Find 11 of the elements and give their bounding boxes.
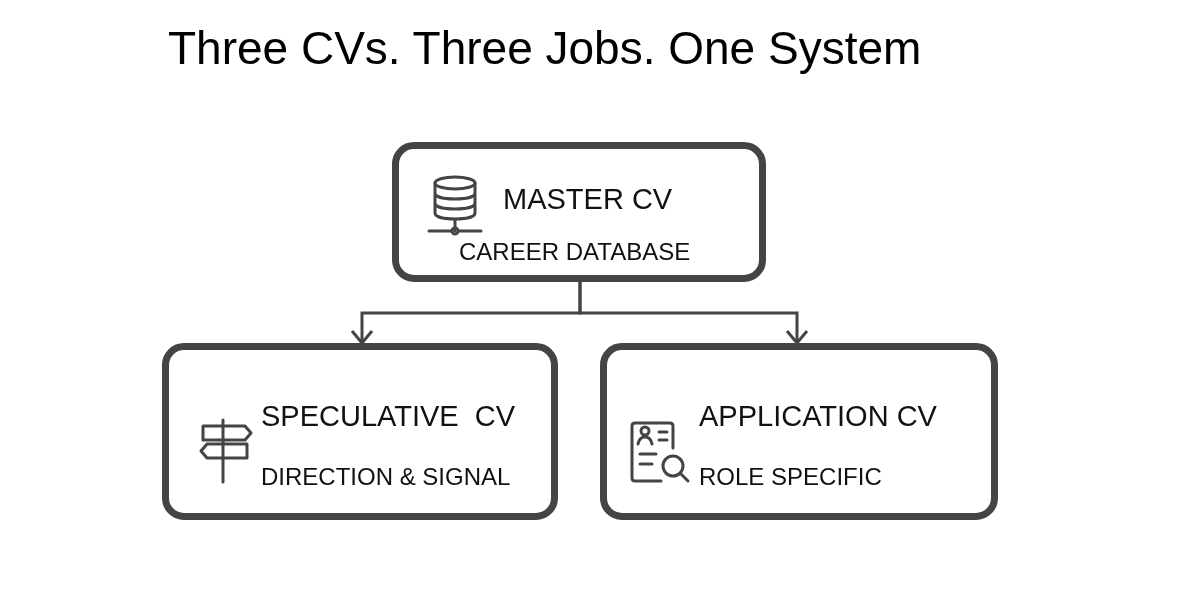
box-heading: APPLICATION CV	[699, 399, 937, 434]
box-subtitle: DIRECTION & SIGNAL	[261, 462, 511, 492]
cv-box	[392, 142, 766, 282]
title: Three CVs. Three Jobs. One System	[168, 21, 922, 76]
connector-arrow	[578, 282, 809, 345]
box-heading: SPECULATIVE CV	[261, 399, 516, 434]
box-heading: MASTER CV	[503, 182, 673, 217]
cv-box	[600, 343, 998, 520]
box-subtitle: CAREER DATABASE	[459, 237, 691, 267]
box-subtitle: ROLE SPECIFIC	[699, 462, 882, 492]
cv-box	[162, 343, 558, 520]
